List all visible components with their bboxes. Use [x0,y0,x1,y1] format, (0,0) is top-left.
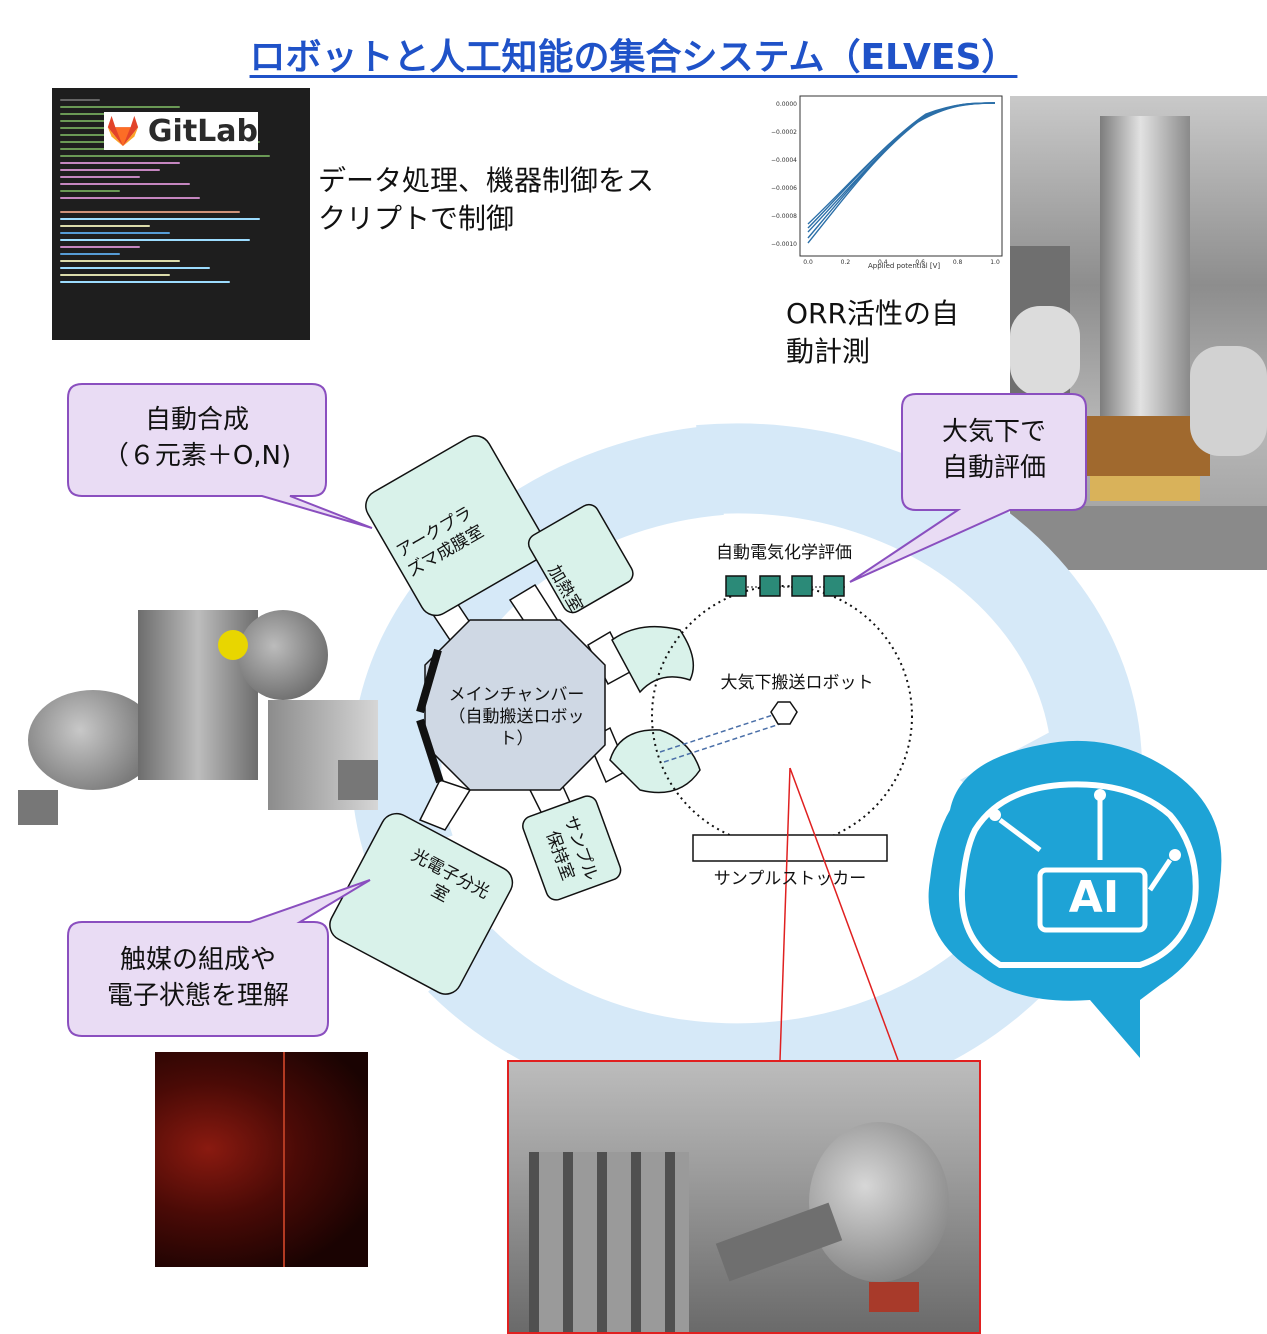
script-caption: データ処理、機器制御をス クリプトで制御 [318,164,655,235]
sample-holder-chamber [522,795,622,901]
spectrum-image [155,1052,368,1267]
orr-xlabel: Applied potential [V] [868,262,941,270]
page-title: ロボットと人工知能の集合システム（ELVES） [249,37,1018,78]
callout-spectroscopy-text: 触媒の組成や 電子状態を理解 [106,945,289,1011]
robot-icon [770,701,798,725]
ai-label: AI [1068,872,1120,923]
electrochem-stations [725,575,845,597]
lab-robot-photo [507,1060,981,1334]
arc-plasma-chamber [365,435,547,617]
apparatus-cad-image [18,570,383,830]
heating-chamber [527,503,634,614]
gitlab-logo: GitLab [104,112,258,150]
main-chamber-label: メインチャンバー （自動搬送ロボッ ト） [448,685,585,749]
callout-evaluation [849,393,1087,583]
callout-spectroscopy [67,879,371,1037]
sample-stocker [692,834,888,862]
photoelectron-chamber [329,812,514,995]
callout-synthesis [67,383,373,529]
orr-caption: ORR活性の自 動計測 [786,297,959,368]
callout-evaluation-text: 大気下で 自動評価 [941,417,1046,483]
electrochem-label: 自動電気化学評価 [716,543,852,563]
air-robot-label: 大気下搬送ロボット [720,673,874,693]
stocker-label: サンプルストッカー [713,869,867,889]
callout-synthesis-text: 自動合成 （６元素＋O,N) [102,405,292,471]
ai-brain-icon [928,740,1222,1058]
gitlab-fox-icon [107,115,139,147]
instrument-photo [1010,96,1267,570]
